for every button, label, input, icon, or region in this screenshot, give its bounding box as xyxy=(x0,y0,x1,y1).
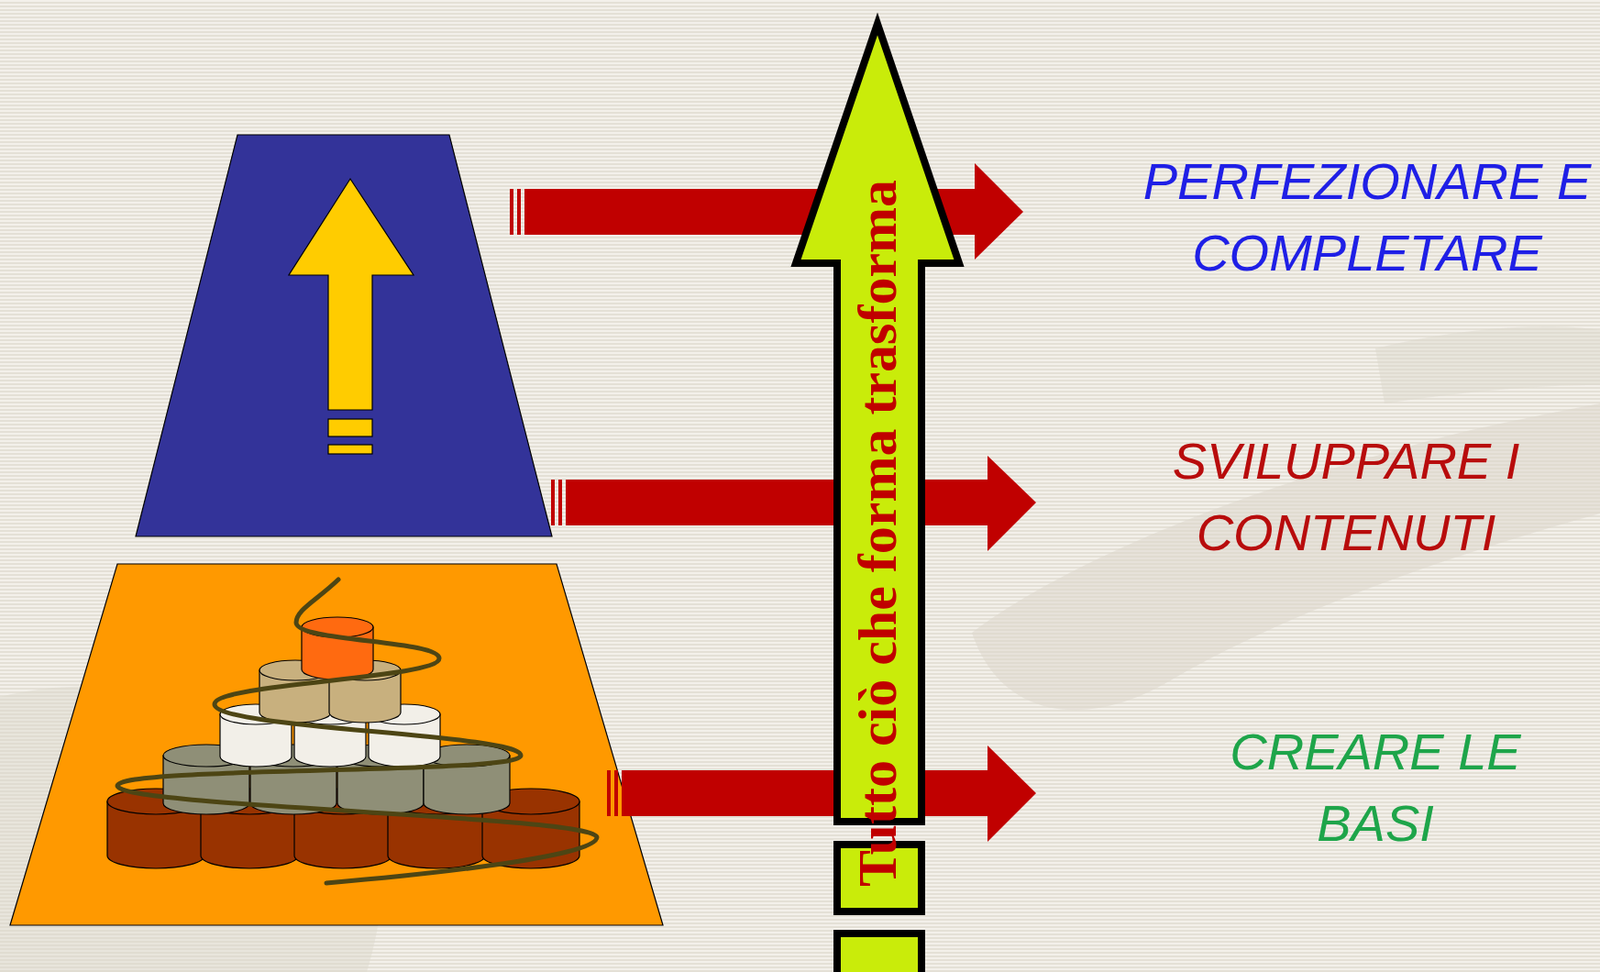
spiral-wire xyxy=(117,579,597,883)
orange-trapezoid xyxy=(10,563,663,926)
arrow-tail-stripe xyxy=(606,770,611,817)
stage-label: SVILUPPARE I CONTENUTI xyxy=(1153,425,1539,569)
red-arrows xyxy=(509,163,1037,552)
arrow-tail-stripe xyxy=(614,770,618,817)
arrow-node: Tutto ciò che forma trasforma xyxy=(792,8,963,972)
yellow-arrow-dash xyxy=(328,419,373,437)
cylinder xyxy=(301,617,374,680)
cylinder-pyramid xyxy=(107,617,580,869)
yellow-arrow-dash xyxy=(328,444,373,454)
stage-label: PERFEZIONARE E COMPLETARE xyxy=(1137,145,1597,289)
text-frame: Tutto ciò che forma trasforma xyxy=(792,157,963,908)
yellow-arrow xyxy=(288,178,414,410)
red-arrows xyxy=(606,745,1037,842)
stage-label: CREARE LE BASI xyxy=(1219,716,1532,860)
arrow-tail-stripe xyxy=(558,479,563,526)
blue-trapezoid xyxy=(135,134,552,537)
arrow-tail-stripe xyxy=(551,479,555,526)
red-arrow xyxy=(565,455,1037,552)
arrow-tail-stripe xyxy=(517,188,521,235)
arrow-caption: Tutto ciò che forma trasforma xyxy=(849,179,905,887)
red-arrow xyxy=(621,745,1037,842)
green-arrow-dash xyxy=(837,933,922,972)
arrow-tail-stripe xyxy=(509,188,514,235)
watermark-shape xyxy=(1375,326,1600,404)
watermark-shape xyxy=(971,403,1600,710)
